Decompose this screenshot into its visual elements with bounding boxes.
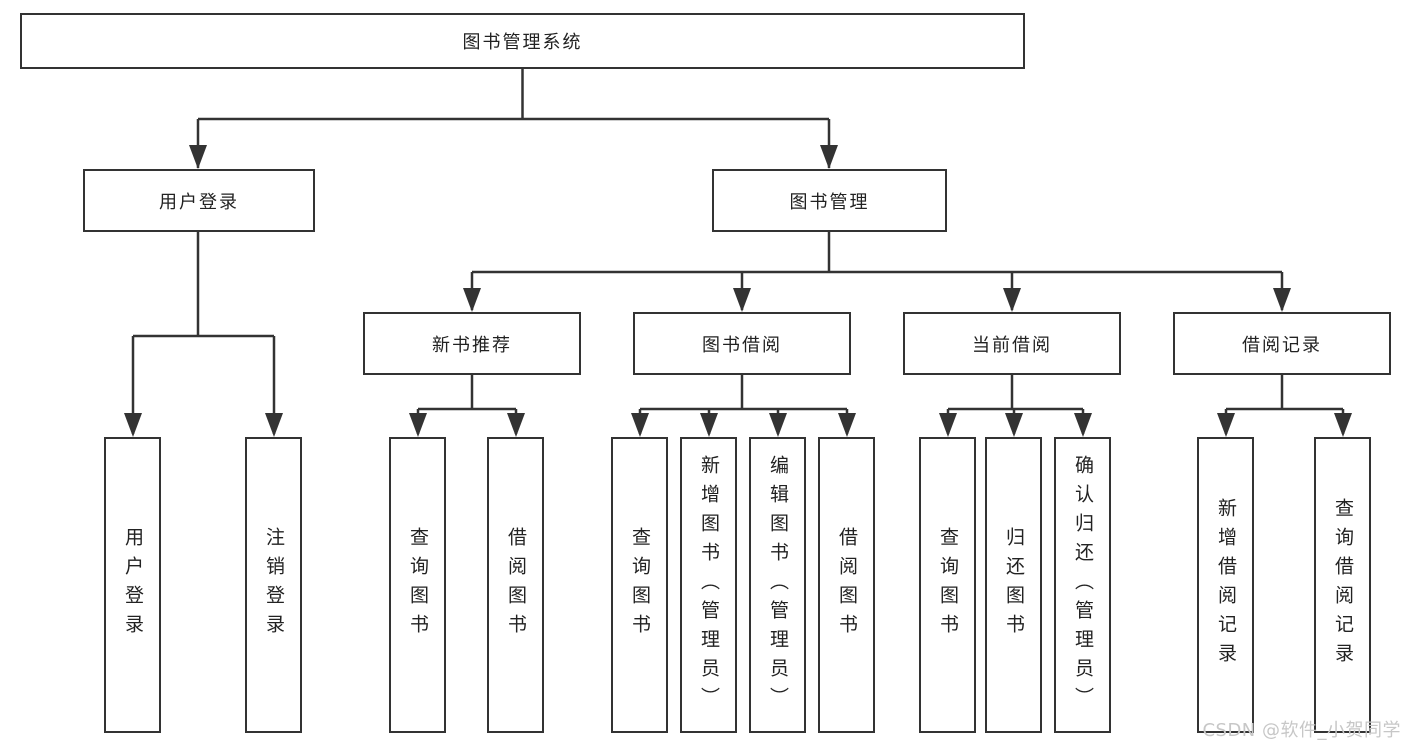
node-label: 当前借阅 [972, 334, 1052, 356]
leaf-edit-books-admin: 编辑图书（管理员） [749, 437, 806, 733]
node-label: 归还图书 [1003, 527, 1025, 643]
arrowheads [124, 145, 1352, 437]
node-book-borrowing: 图书借阅 [633, 312, 851, 375]
leaf-query-books: 查询图书 [389, 437, 446, 733]
node-label: 查询图书 [407, 527, 429, 643]
node-label: 新增图书（管理员） [698, 454, 720, 716]
leaf-return-books: 归还图书 [985, 437, 1042, 733]
csdn-watermark: CSDN @软件_小贺同学 [1202, 720, 1401, 741]
leaf-query-books: 查询图书 [611, 437, 668, 733]
leaf-add-books-admin: 新增图书（管理员） [680, 437, 737, 733]
node-label: 查询借阅记录 [1332, 498, 1354, 672]
node-new-book-recommendation: 新书推荐 [363, 312, 581, 375]
node-label: 借阅图书 [836, 527, 858, 643]
node-borrowing-records: 借阅记录 [1173, 312, 1391, 375]
leaf-user-login: 用户登录 [104, 437, 161, 733]
node-label: 图书管理 [789, 191, 870, 213]
node-label: 借阅记录 [1242, 334, 1322, 356]
node-label: 用户登录 [159, 191, 239, 213]
leaf-logout: 注销登录 [245, 437, 302, 733]
node-label: 图书借阅 [702, 334, 782, 356]
node-label: 编辑图书（管理员） [767, 454, 789, 716]
node-library-management-system: 图书管理系统 [20, 13, 1025, 69]
node-label: 借阅图书 [505, 527, 527, 643]
node-label: 新书推荐 [432, 334, 512, 356]
node-label: 用户登录 [122, 527, 144, 643]
leaf-borrow-books: 借阅图书 [818, 437, 875, 733]
leaf-confirm-return-admin: 确认归还（管理员） [1054, 437, 1111, 733]
node-label: 查询图书 [629, 527, 651, 643]
node-current-borrowing: 当前借阅 [903, 312, 1121, 375]
node-label: 注销登录 [263, 527, 285, 643]
node-label: 新增借阅记录 [1215, 498, 1237, 672]
node-label: 查询图书 [937, 527, 959, 643]
node-book-management: 图书管理 [712, 169, 947, 232]
node-label: 图书管理系统 [462, 32, 583, 53]
leaf-borrow-books: 借阅图书 [487, 437, 544, 733]
leaf-query-books: 查询图书 [919, 437, 976, 733]
node-label: 确认归还（管理员） [1072, 454, 1094, 716]
node-user-login: 用户登录 [83, 169, 315, 232]
leaf-add-borrow-record: 新增借阅记录 [1197, 437, 1254, 733]
leaf-query-borrow-record: 查询借阅记录 [1314, 437, 1371, 733]
